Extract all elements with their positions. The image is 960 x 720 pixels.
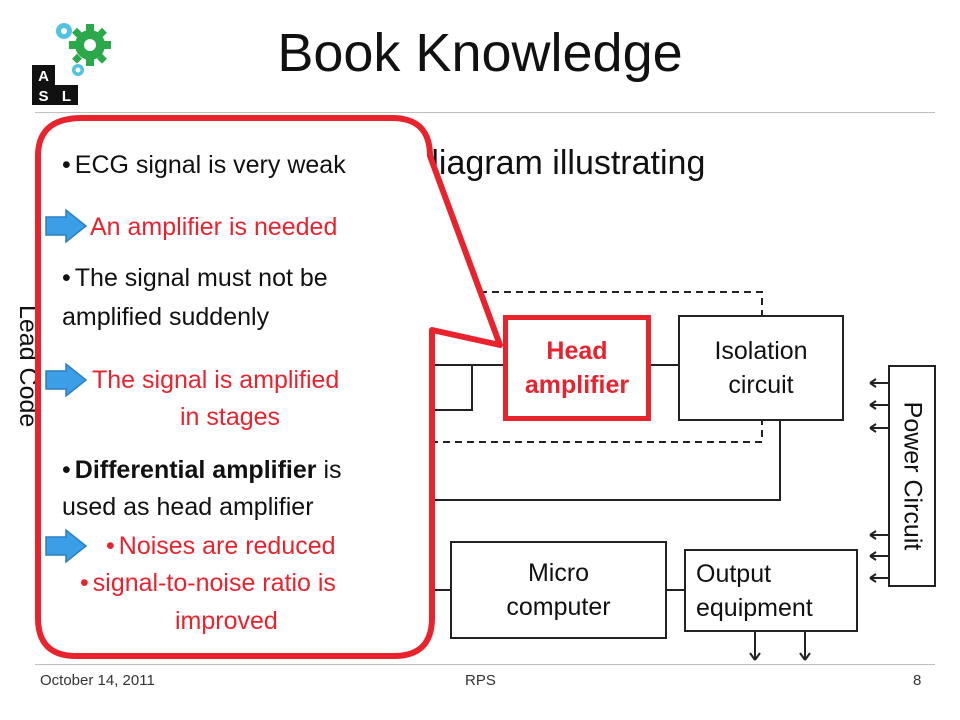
svg-text:S: S (38, 88, 48, 105)
head-amplifier-block: Head amplifier (503, 315, 651, 421)
footer-center: RPS (465, 672, 496, 689)
output-line-2: equipment (696, 593, 813, 622)
svg-text:L: L (62, 88, 71, 105)
heading-line-1: diagram illustrating (420, 144, 706, 182)
title-divider (35, 112, 935, 113)
asl-logo: A S L (32, 23, 111, 105)
callout-point-1: ECG signal is very weak (62, 148, 346, 182)
micro-line-1: Micro (527, 559, 590, 587)
arrow-right-icon (45, 362, 88, 398)
callout-result-3-b-line-2: improved (175, 607, 278, 635)
slide-title: Book Knowledge (277, 23, 683, 83)
footer-date: October 14, 2011 (40, 672, 155, 689)
svg-text:A: A (38, 68, 49, 85)
callout-point-3-line-2: used as head amplifier (62, 493, 314, 521)
micro-line-2: computer (506, 593, 611, 621)
callout-result-3-a: Noises are reduced (106, 529, 336, 563)
head-amplifier-line-2: amplifier (524, 371, 630, 399)
arrow-right-icon (45, 208, 88, 244)
callout-point-2-line-2: amplified suddenly (62, 303, 270, 331)
isolation-line-2: circuit (728, 371, 794, 399)
callout-result-3-b-line-1: signal-to-noise ratio is (80, 566, 336, 600)
isolation-circuit-block: Isolation circuit (678, 315, 844, 421)
small-gear-icon (56, 23, 84, 76)
power-circuit-block: Power Circuit (888, 365, 936, 587)
arrow-right-icon (45, 528, 88, 564)
output-line-1: Output (696, 559, 772, 588)
callout-result-1: An amplifier is needed (90, 213, 338, 241)
callout-point-3-line-1: Differential amplifier is (62, 453, 342, 487)
output-equipment-block: Output equipment (684, 549, 858, 632)
isolation-line-1: Isolation (714, 337, 808, 365)
callout-point-2-line-1: The signal must not be (62, 261, 328, 295)
page-number: 8 (913, 672, 922, 689)
micro-computer-block: Micro computer (450, 541, 667, 639)
callout-result-2-line-2: in stages (180, 403, 281, 431)
footer-divider (35, 664, 935, 665)
callout-result-2-line-1: The signal is amplified (92, 366, 340, 394)
head-amplifier-line-1: Head (546, 337, 608, 365)
